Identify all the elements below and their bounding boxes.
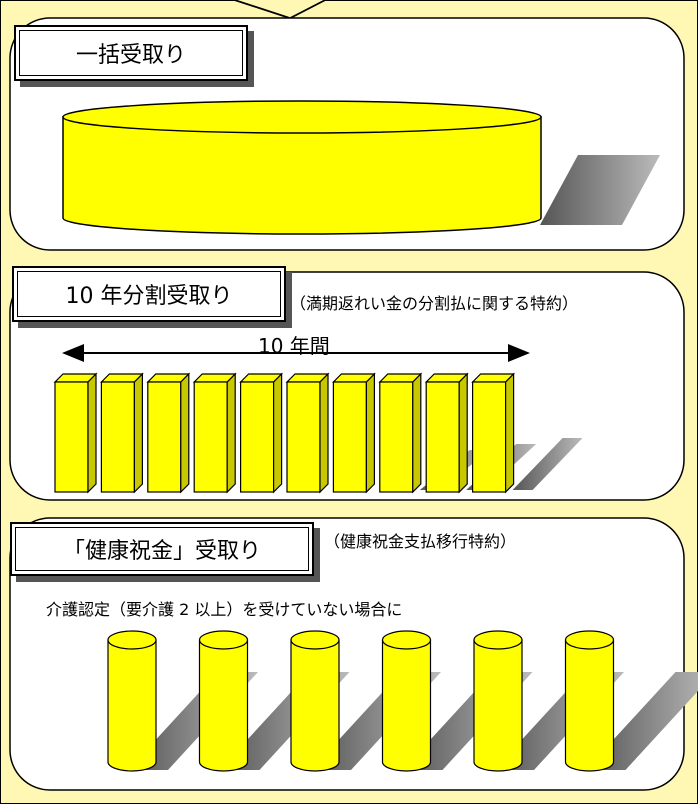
annual-block — [471, 372, 583, 494]
annual-block — [239, 372, 284, 494]
annual-payout-blocks — [53, 372, 583, 494]
annual-block — [99, 372, 144, 494]
annual-block — [285, 372, 330, 494]
health-bonus-title: 「健康祝金」受取り — [10, 522, 314, 576]
health-rider-note: （健康祝金支払移行特約） — [324, 532, 517, 551]
annual-block — [331, 372, 376, 494]
ten-year-span-label: 10 年間 — [258, 334, 330, 358]
health-bonus-cylinders — [107, 630, 698, 772]
annual-block — [192, 372, 237, 494]
annual-block — [146, 372, 191, 494]
bonus-cylinder — [564, 630, 698, 772]
ten-year-title: 10 年分割受取り — [12, 266, 286, 322]
lump-sum-title: 一括受取り — [14, 25, 248, 81]
ten-year-rider-note: （満期返れい金の分割払に関する特約） — [290, 294, 579, 313]
ten-year-span-arrow — [62, 344, 530, 362]
health-condition-text: 介護認定（要介護 2 以上）を受けていない場合に — [46, 600, 403, 619]
annual-block — [53, 372, 98, 494]
lump-sum-disc — [62, 100, 542, 235]
disc-shadow — [540, 155, 660, 225]
